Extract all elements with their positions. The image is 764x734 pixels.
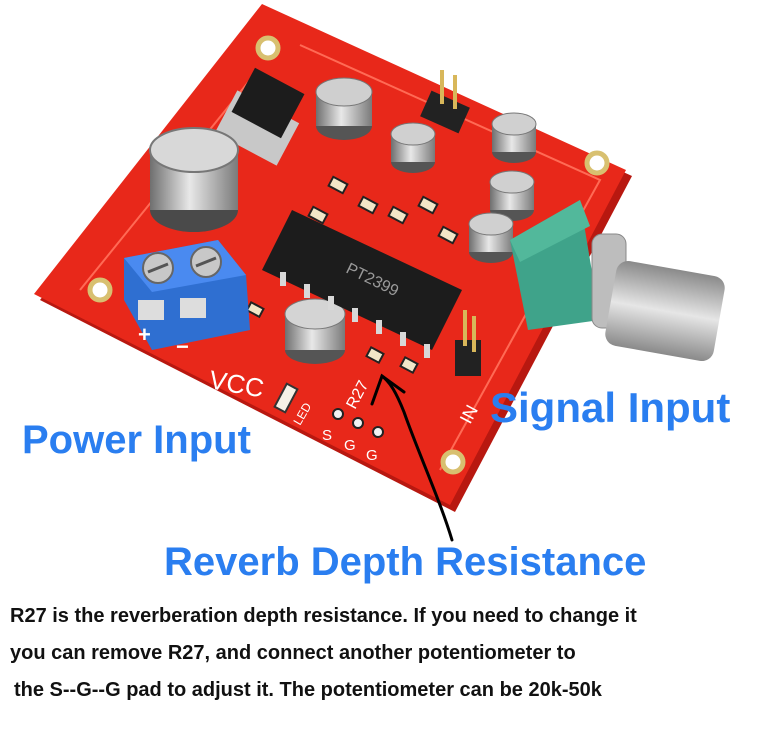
description-line-2: you can remove R27, and connect another … <box>10 642 576 664</box>
header-pins <box>420 70 481 376</box>
pt2399-chip: PT2399 <box>262 210 462 358</box>
voltage-regulator <box>214 67 305 166</box>
silk-s: S <box>322 427 332 444</box>
small-capacitors <box>284 77 537 364</box>
power-input-label: Power Input <box>22 418 251 462</box>
silk-g1: G <box>344 437 356 454</box>
smd-components <box>245 175 459 375</box>
mounting-holes <box>87 35 610 475</box>
silk-plus: + <box>138 322 151 347</box>
signal-input-label: Signal Input <box>490 384 731 431</box>
silk-g2: G <box>366 447 378 464</box>
description-line-3: the S--G--G pad to adjust it. The potent… <box>14 679 602 701</box>
terminal-block <box>124 240 250 350</box>
pointer-arrow <box>370 373 454 542</box>
reverb-depth-label: Reverb Depth Resistance <box>164 540 647 584</box>
potentiometer <box>510 200 725 361</box>
big-capacitor <box>149 127 239 232</box>
description-line-1: R27 is the reverberation depth resistanc… <box>10 605 637 627</box>
sgg-pads <box>332 408 384 438</box>
led-indicator <box>273 382 299 414</box>
silk-minus: − <box>176 334 189 359</box>
